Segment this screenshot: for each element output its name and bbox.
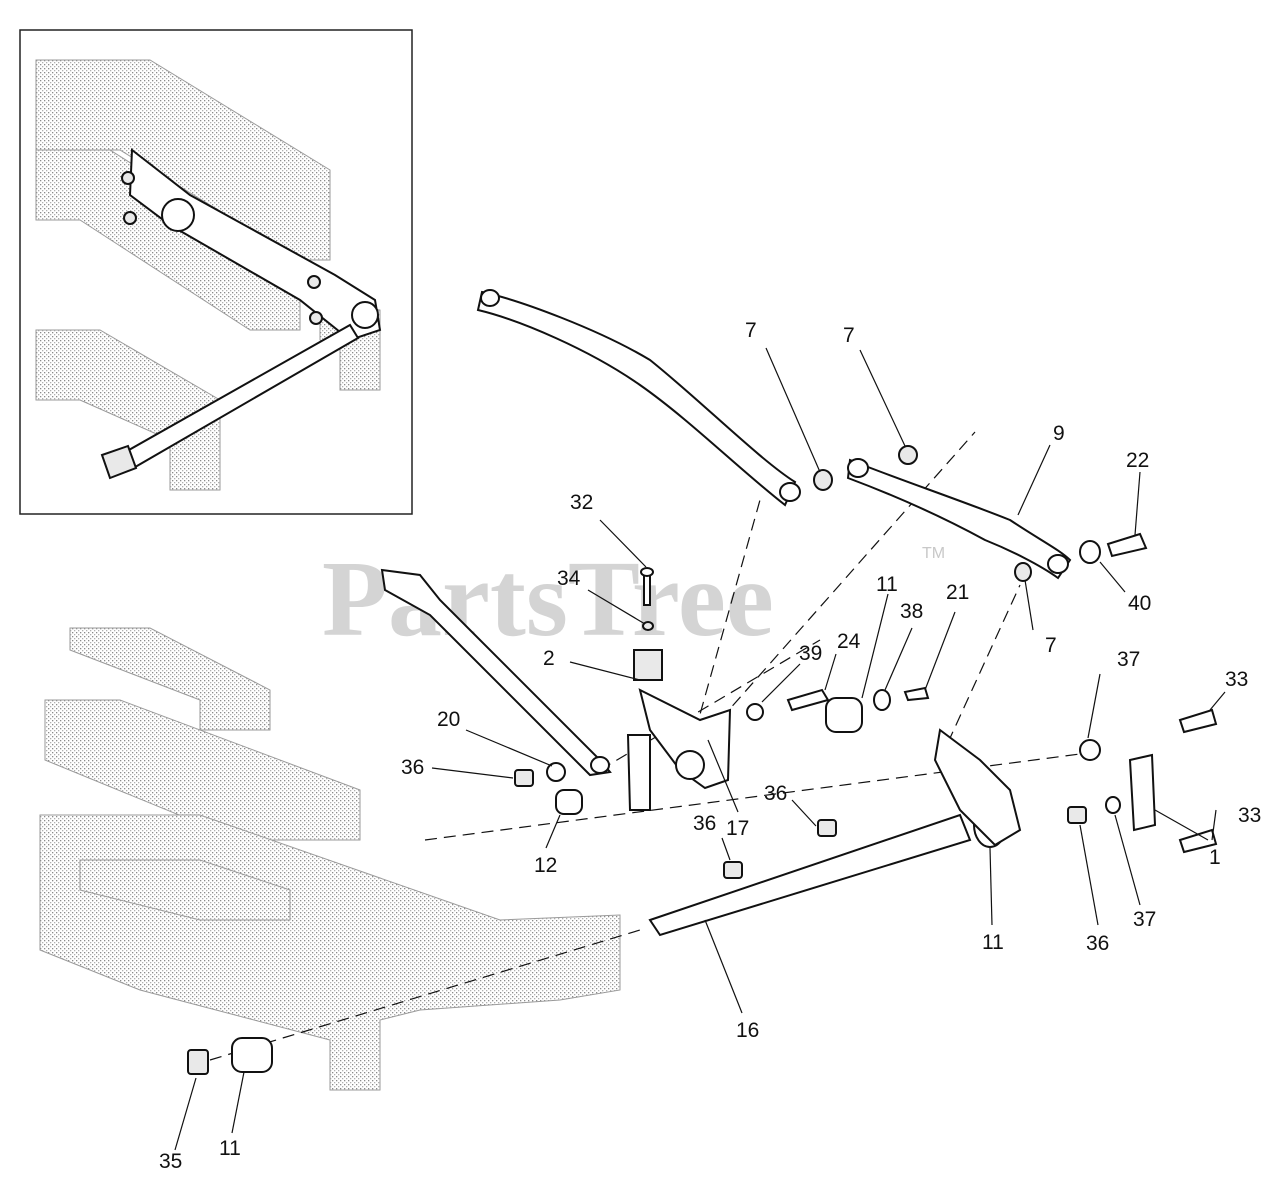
callout-9: 9 [1053, 422, 1065, 445]
callout-2: 2 [543, 647, 555, 670]
callout-7: 7 [745, 319, 757, 342]
callout-40: 40 [1128, 592, 1151, 615]
callout-24: 24 [837, 630, 861, 653]
callout-17: 17 [726, 817, 749, 840]
callout-11: 11 [876, 573, 898, 596]
callout-37: 37 [1133, 908, 1156, 931]
leader-lines [174, 347, 1226, 1151]
callout-20: 20 [437, 708, 460, 731]
callout-1: 1 [1209, 846, 1221, 869]
callout-11: 11 [219, 1137, 241, 1160]
callout-21: 21 [946, 581, 969, 604]
callout-labels: 7 7 9 22 32 34 40 11 38 21 7 2 39 24 37 … [159, 319, 1261, 1173]
callout-39: 39 [799, 642, 822, 665]
callout-36: 36 [401, 756, 424, 779]
callout-11: 11 [982, 931, 1004, 954]
inset-view [19, 29, 413, 515]
callout-7: 7 [843, 324, 855, 347]
watermark-trademark: TM [922, 545, 945, 562]
callout-36: 36 [693, 812, 716, 835]
callout-22: 22 [1126, 449, 1149, 472]
parts [187, 289, 1218, 1075]
watermark-text: PartsTree [322, 540, 774, 659]
callout-36: 36 [1086, 932, 1109, 955]
callout-32: 32 [570, 491, 593, 514]
callout-33: 33 [1225, 668, 1248, 691]
callout-35: 35 [159, 1150, 182, 1173]
callout-38: 38 [900, 600, 923, 623]
tractor-frame-outline [39, 627, 621, 1091]
callout-37: 37 [1117, 648, 1140, 671]
callout-36: 36 [764, 782, 787, 805]
callout-34: 34 [557, 567, 581, 590]
callout-7: 7 [1045, 634, 1057, 657]
callout-33: 33 [1238, 804, 1261, 827]
callout-16: 16 [736, 1019, 759, 1042]
callout-12: 12 [534, 854, 557, 877]
